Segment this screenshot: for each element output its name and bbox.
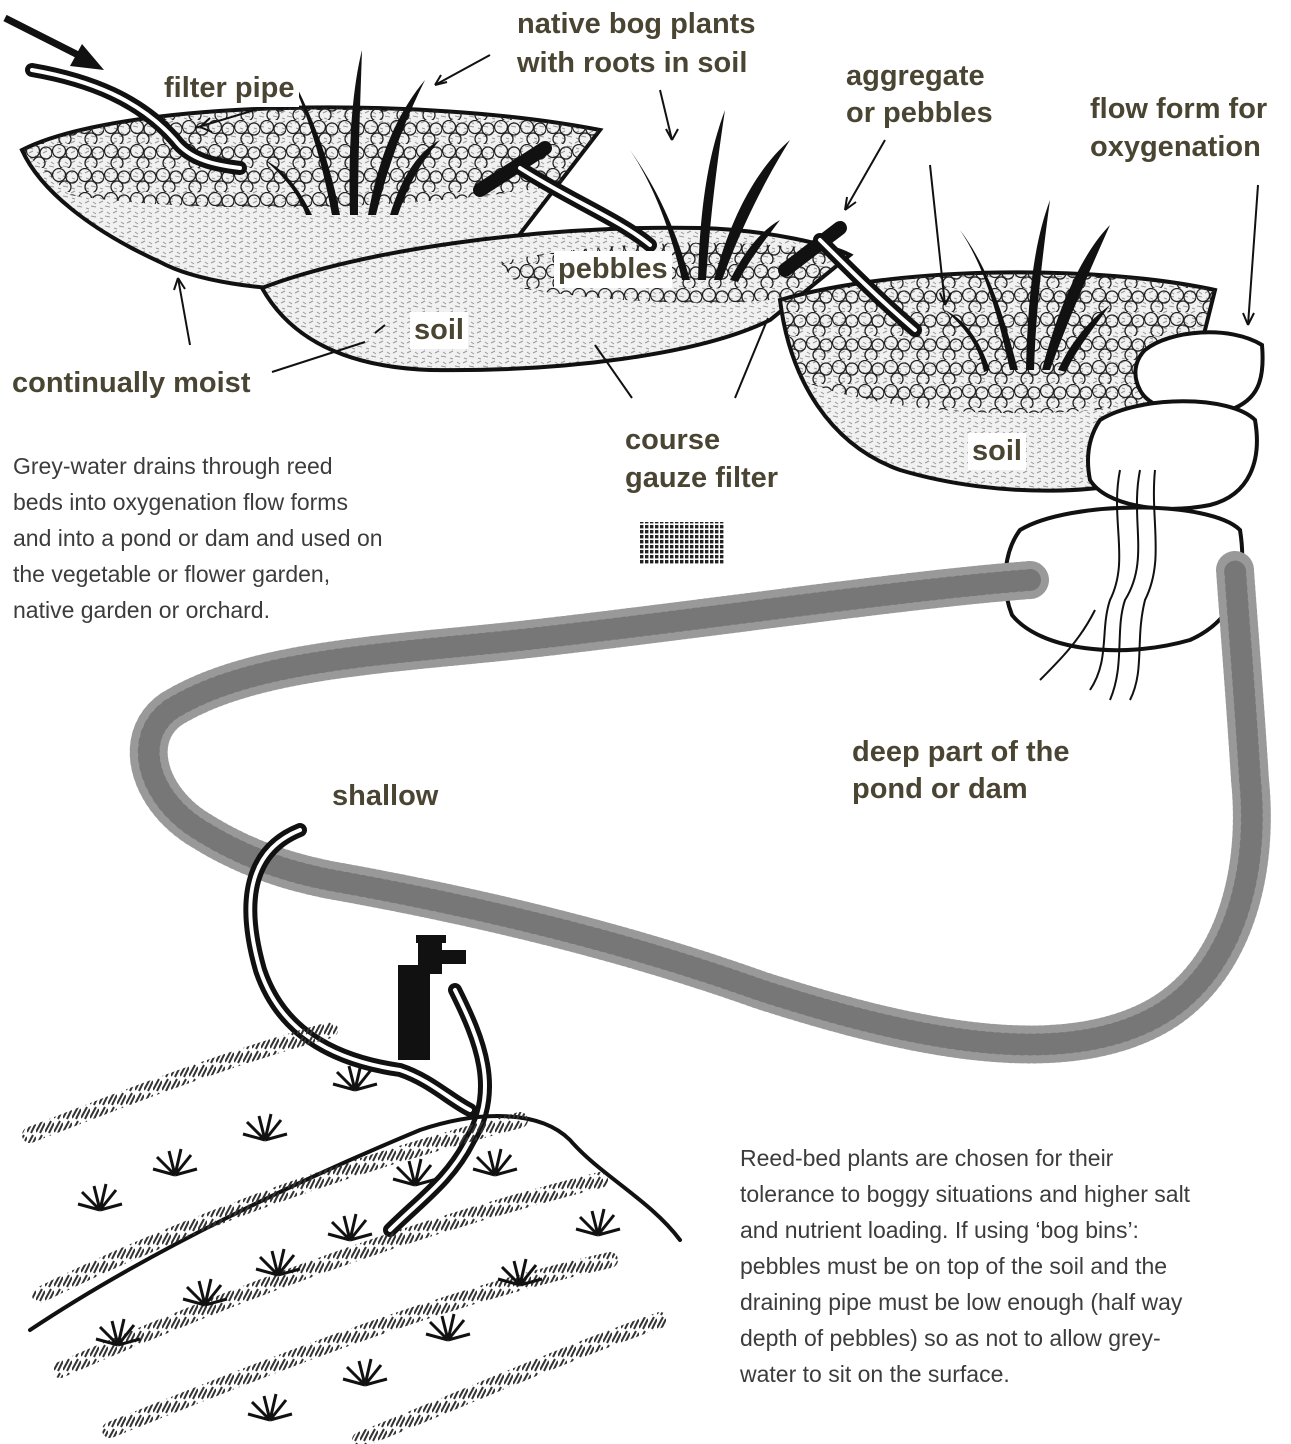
inlet-arrow: [5, 18, 104, 70]
para-line: Reed-bed plants are chosen for their: [740, 1140, 1190, 1176]
label-continually-moist: continually moist: [12, 365, 250, 402]
para-line: tolerance to boggy situations and higher…: [740, 1176, 1190, 1212]
para-line: pebbles must be on top of the soil and t…: [740, 1248, 1190, 1284]
label-pebbles: pebbles: [554, 251, 672, 288]
para-line: water to sit on the surface.: [740, 1356, 1190, 1392]
label-deep-part: deep part of the: [852, 734, 1070, 771]
label-or-pebbles: or pebbles: [846, 95, 993, 132]
label-filter-pipe: filter pipe: [160, 70, 299, 107]
label-flow-form: flow form for: [1090, 91, 1267, 128]
label-soil-right: soil: [968, 433, 1026, 470]
para-line: and nutrient loading. If using ‘bog bins…: [740, 1212, 1190, 1248]
label-gauze-filter: gauze filter: [625, 460, 778, 497]
para-line: depth of pebbles) so as not to allow gre…: [740, 1320, 1190, 1356]
label-aggregate: aggregate: [846, 58, 985, 95]
para-line: and into a pond or dam and used on: [13, 520, 383, 556]
para-line: draining pipe must be low enough (half w…: [740, 1284, 1190, 1320]
label-roots-in-soil: with roots in soil: [517, 45, 747, 82]
para-line: Grey-water drains through reed: [13, 448, 383, 484]
para-line: beds into oxygenation flow forms: [13, 484, 383, 520]
gauze-filter-swatch: [639, 522, 725, 564]
label-course: course: [625, 422, 720, 459]
para-line: the vegetable or flower garden,: [13, 556, 383, 592]
reedbed-description: Reed-bed plants are chosen for their tol…: [740, 1140, 1190, 1392]
para-line: native garden or orchard.: [13, 592, 383, 628]
greywater-description: Grey-water drains through reed beds into…: [13, 448, 383, 628]
label-soil-middle: soil: [410, 312, 468, 349]
label-shallow: shallow: [332, 778, 438, 815]
label-pond-or-dam: pond or dam: [852, 771, 1028, 808]
label-native-bog-plants: native bog plants: [517, 6, 755, 43]
label-oxygenation: oxygenation: [1090, 129, 1261, 166]
